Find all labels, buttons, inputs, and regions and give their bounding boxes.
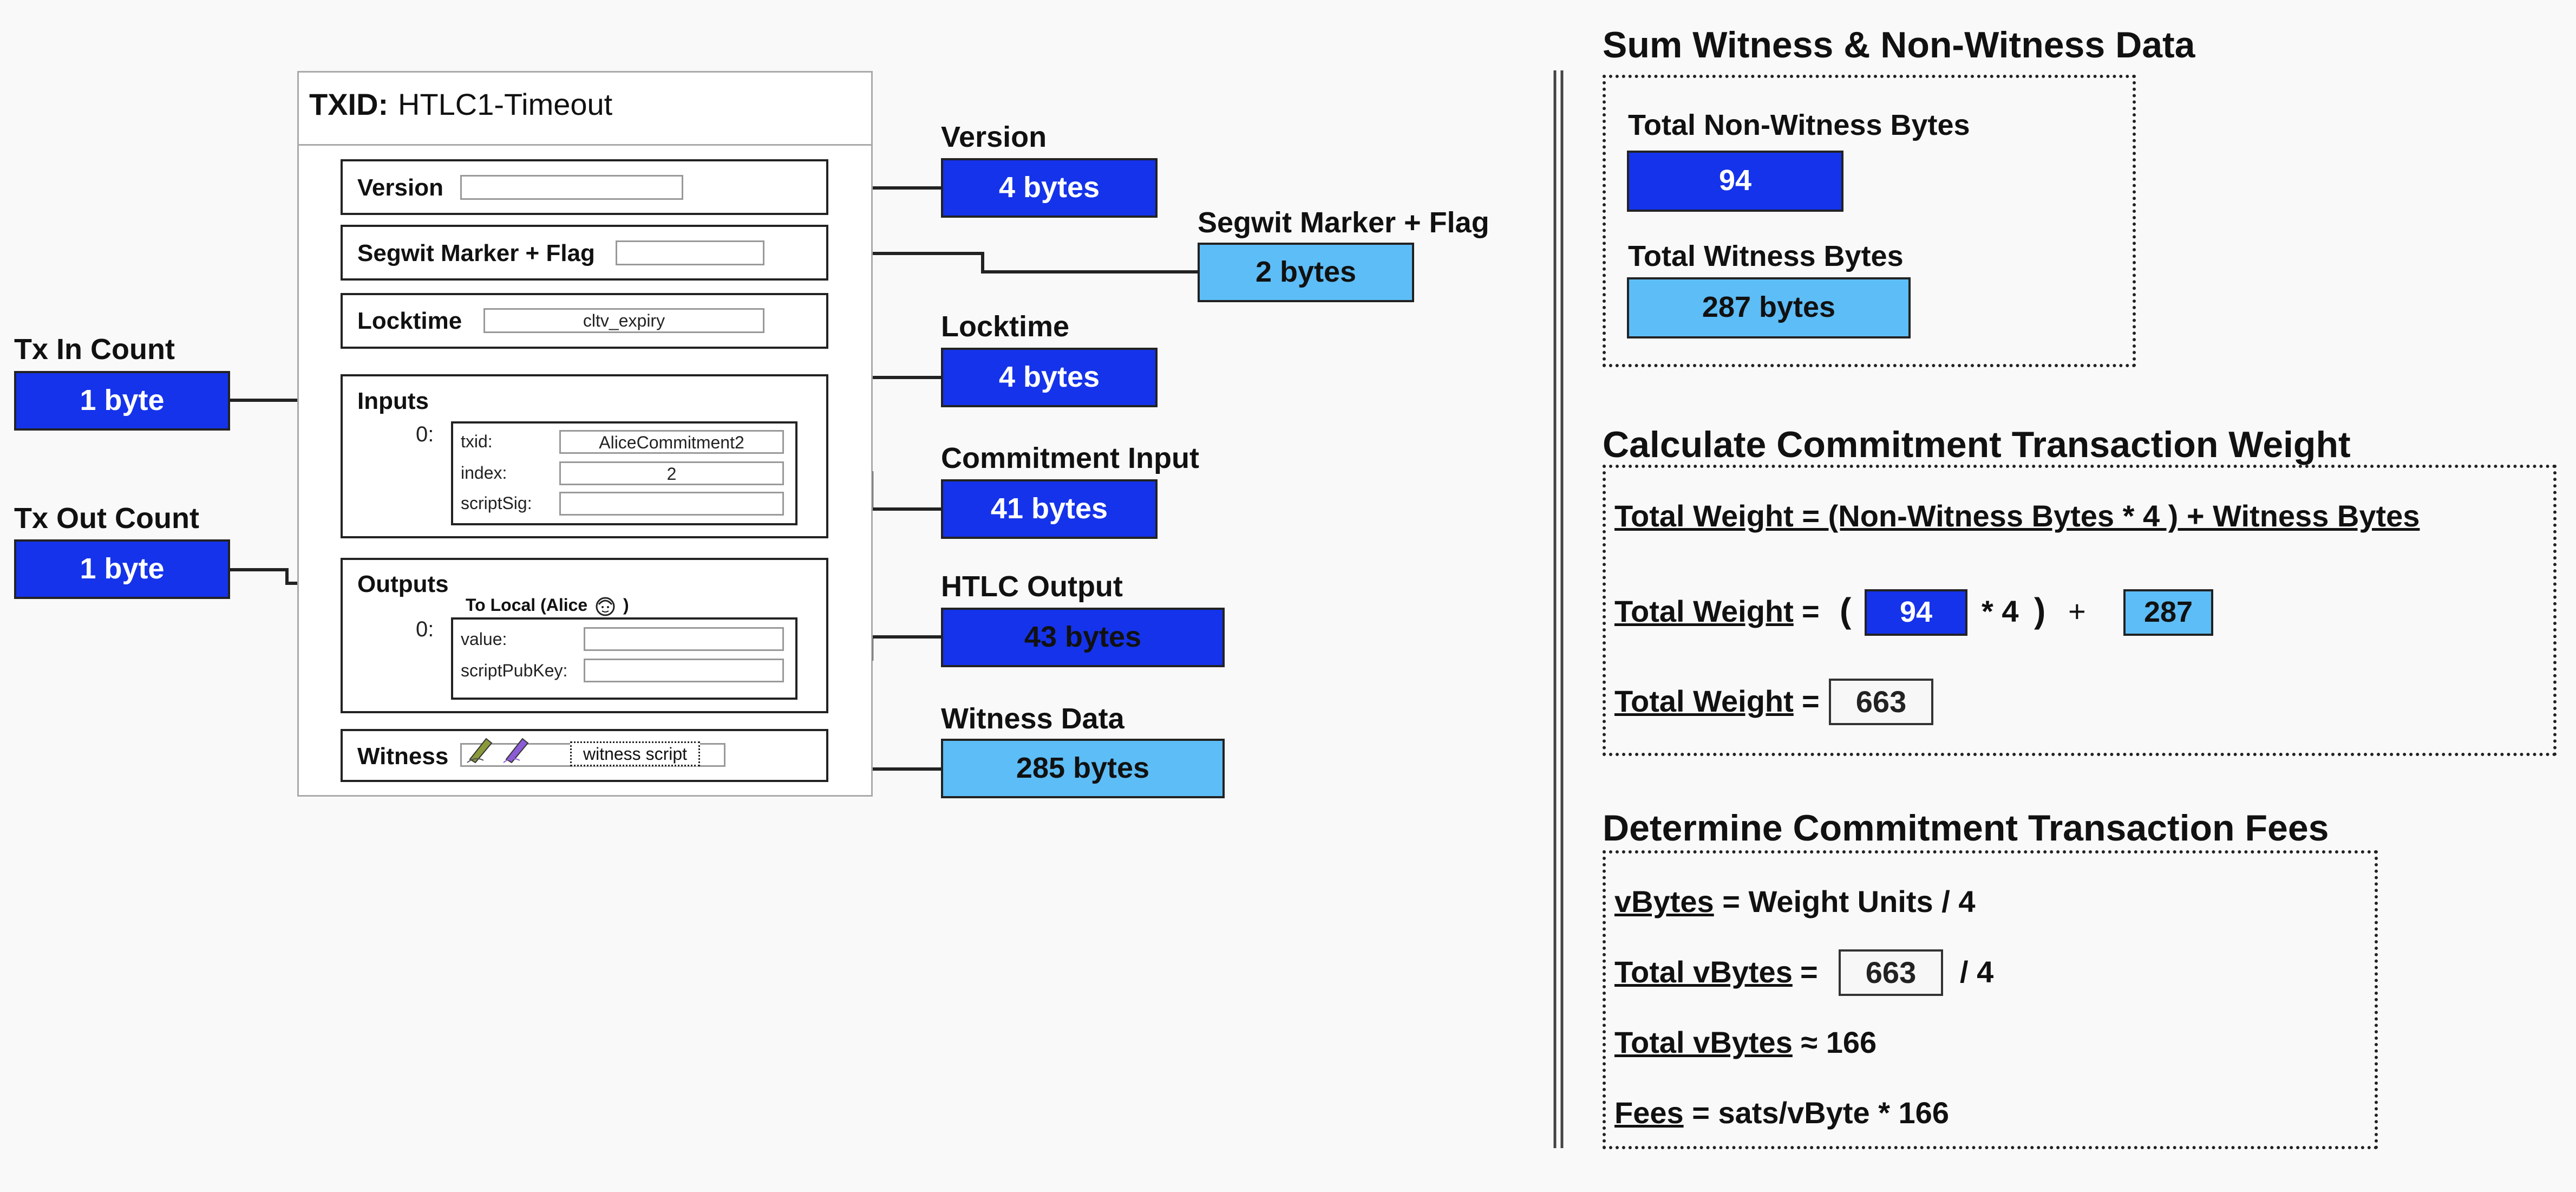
input-index-field: 2	[559, 461, 784, 485]
txid-header	[297, 71, 873, 146]
witness-data-chip-label: Witness Data	[941, 702, 1124, 735]
txid-value: HTLC1-Timeout	[398, 87, 613, 121]
output-scriptpubkey-field	[584, 659, 784, 682]
vbytes-label: vBytes	[1614, 884, 1714, 919]
total-vbytes-eq: =	[1800, 955, 1818, 989]
vbytes-rest: = Weight Units / 4	[1722, 884, 1976, 919]
inputs-index: 0:	[416, 422, 434, 446]
input-scriptsig-label: scriptSig:	[461, 493, 532, 513]
input-txid-field: AliceCommitment2	[559, 430, 784, 454]
locktime-row-label: Locktime	[357, 308, 462, 334]
weight-open-paren: (	[1840, 591, 1852, 630]
witness-total-label: Total Witness Bytes	[1628, 240, 1904, 272]
tx-out-count-value: 1 byte	[14, 539, 230, 599]
signature-pen-icon-2	[501, 732, 533, 765]
witness-script-box: witness script	[570, 741, 700, 766]
witness-data-chip-value: 285 bytes	[941, 739, 1225, 798]
vbytes-line: vBytes = Weight Units / 4	[1614, 884, 1975, 919]
weight-line3-label: Total Weight	[1614, 684, 1794, 718]
weight-times-four: * 4	[1982, 594, 2019, 628]
outputs-row-label: Outputs	[357, 571, 449, 597]
weight-non-witness: 94	[1865, 589, 1967, 636]
locktime-field: cltv_expiry	[483, 308, 764, 333]
txid-prefix: TXID:	[309, 87, 389, 121]
sum-title: Sum Witness & Non-Witness Data	[1603, 24, 2195, 66]
arrow-segwit	[760, 237, 1198, 273]
fees-label: Fees	[1614, 1096, 1684, 1130]
htlc-output-chip-label: HTLC Output	[941, 570, 1123, 603]
total-vbytes-label: Total vBytes	[1614, 955, 1793, 989]
weight-line2-eq: =	[1802, 594, 1820, 628]
non-witness-value: 94	[1627, 151, 1843, 212]
output-scriptpubkey-label: scriptPubKey:	[461, 661, 568, 680]
version-chip-value: 4 bytes	[941, 158, 1158, 218]
version-chip-label: Version	[941, 121, 1047, 153]
outputs-index: 0:	[416, 617, 434, 641]
approx-label: Total vBytes	[1614, 1025, 1793, 1059]
sum-box	[1603, 75, 2136, 367]
weight-title: Calculate Commitment Transaction Weight	[1603, 424, 2351, 465]
input-txid-label: txid:	[461, 432, 493, 451]
fees-title: Determine Commitment Transaction Fees	[1603, 807, 2329, 849]
version-field	[460, 175, 683, 200]
commitment-input-chip-label: Commitment Input	[941, 442, 1199, 474]
tx-in-count-label: Tx In Count	[14, 333, 175, 366]
total-vbytes-value: 663	[1839, 949, 1943, 996]
weight-plus: +	[2068, 594, 2086, 628]
weight-result: 663	[1829, 679, 1933, 725]
fees-box	[1603, 850, 2378, 1149]
to-local-text: To Local (Alice	[466, 595, 588, 615]
locktime-chip-label: Locktime	[941, 310, 1070, 343]
output-value-field	[584, 627, 784, 651]
signature-pen-icon	[465, 732, 497, 765]
locktime-chip-value: 4 bytes	[941, 348, 1158, 407]
weight-formula: Total Weight = (Non-Witness Bytes * 4 ) …	[1614, 499, 2420, 533]
witness-total-value: 287 bytes	[1627, 277, 1911, 338]
output-value-label: value:	[461, 629, 507, 649]
alice-avatar-icon	[594, 596, 616, 617]
inputs-row-label: Inputs	[357, 388, 429, 414]
segwit-row-label: Segwit Marker + Flag	[357, 240, 595, 266]
to-local-close: )	[623, 595, 629, 615]
weight-line2-label: Total Weight	[1614, 594, 1794, 628]
segwit-chip-value: 2 bytes	[1198, 243, 1414, 302]
to-local-label: To Local (Alice )	[466, 595, 629, 617]
approx-line: Total vBytes ≈ 166	[1614, 1025, 1877, 1060]
tx-in-count-value: 1 byte	[14, 371, 230, 431]
segwit-chip-label: Segwit Marker + Flag	[1198, 206, 1489, 239]
non-witness-label: Total Non-Witness Bytes	[1628, 109, 1970, 141]
total-vbytes-div: / 4	[1960, 955, 1994, 989]
approx-rest: ≈ 166	[1801, 1025, 1877, 1059]
version-row-label: Version	[357, 174, 443, 201]
fees-line: Fees = sats/vByte * 166	[1614, 1095, 1949, 1130]
tx-out-count-label: Tx Out Count	[14, 502, 199, 535]
input-index-label: index:	[461, 463, 507, 483]
weight-close-paren: )	[2034, 591, 2046, 630]
htlc-output-chip-value: 43 bytes	[941, 608, 1225, 667]
weight-witness: 287	[2123, 589, 2213, 636]
weight-box	[1603, 465, 2557, 756]
witness-row-label: Witness	[357, 743, 449, 770]
segwit-field	[616, 240, 764, 265]
weight-line3-eq: =	[1802, 684, 1820, 718]
input-scriptsig-field	[559, 492, 784, 516]
fees-rest: = sats/vByte * 166	[1692, 1096, 1949, 1130]
vertical-separator	[1553, 70, 1564, 1148]
commitment-input-chip-value: 41 bytes	[941, 479, 1158, 539]
